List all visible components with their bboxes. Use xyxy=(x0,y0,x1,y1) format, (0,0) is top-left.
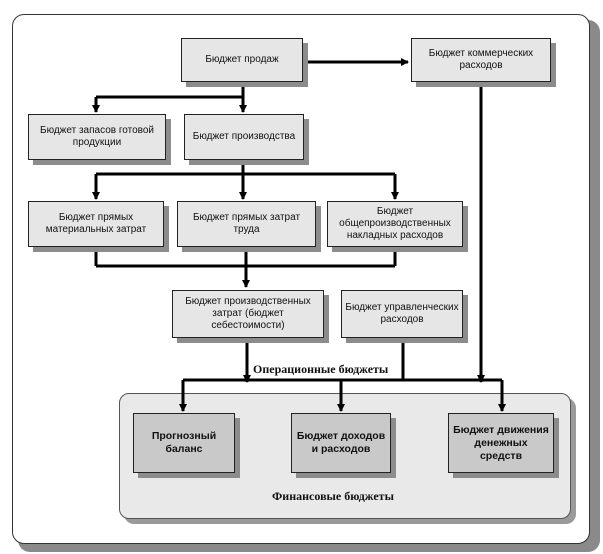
overhead-budget-box: Бюджет общепроизводственных накладных ра… xyxy=(327,201,463,247)
sales-budget-box: Бюджет продаж xyxy=(181,38,303,82)
income-expense-budget-box: Бюджет доходов и расходов xyxy=(291,413,391,473)
direct-labor-budget-box: Бюджет прямых затрат труда xyxy=(177,201,316,247)
forecast-balance-box: Прогнозный баланс xyxy=(133,413,235,473)
direct-materials-budget-box: Бюджет прямых материальных затрат xyxy=(28,201,164,247)
operational-budgets-caption: Операционные бюджеты xyxy=(253,362,389,376)
cash-flow-budget-box: Бюджет движения денежных средств xyxy=(448,413,554,473)
production-costs-budget-box: Бюджет производственных затрат (бюджет с… xyxy=(172,290,324,338)
admin-expenses-budget-box: Бюджет управленческих расходов xyxy=(341,290,463,338)
inventory-budget-box: Бюджет запасов готовой продукции xyxy=(28,114,166,160)
production-budget-box: Бюджет производства xyxy=(184,114,304,160)
commercial-expenses-budget-box: Бюджет коммерческих расходов xyxy=(411,38,551,82)
financial-budgets-caption: Финансовые бюджеты xyxy=(272,489,394,503)
